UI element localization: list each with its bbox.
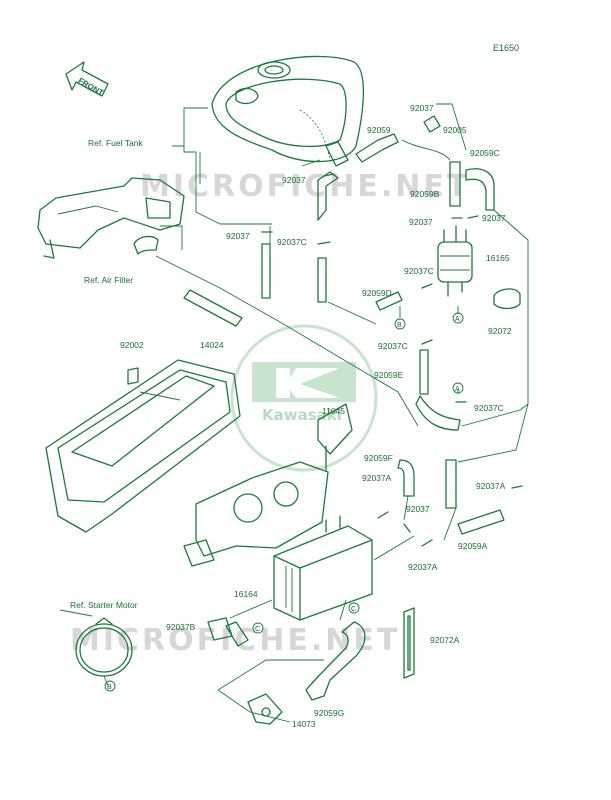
clamp-14073 (247, 693, 283, 725)
marker-c-left: C (255, 626, 260, 633)
callout-92037a-bottom: 92037A (408, 562, 438, 572)
ref-starter-motor: Ref. Starter Motor (70, 600, 138, 610)
callout-92059: 92059 (367, 125, 391, 135)
marker-a-lower: A (455, 386, 460, 393)
callout-92037c-pump: 92037C (404, 266, 434, 276)
cover-14024 (45, 359, 241, 533)
front-arrow-icon: FRONT (65, 61, 109, 98)
callout-92037-tank: 92037 (282, 175, 306, 185)
callout-16164: 16164 (234, 589, 258, 599)
callout-92037-pump-left: 92037 (409, 217, 433, 227)
callout-14024: 14024 (200, 340, 224, 350)
callout-labels: 92037 92059 92005 92059C 92037 92059B 92… (70, 103, 512, 729)
callout-92059c: 92059C (470, 148, 500, 158)
band-92072 (493, 288, 521, 310)
callout-92072a: 92072A (430, 635, 460, 645)
marker-c-right: C (351, 606, 356, 613)
marker-b-lower: B (107, 684, 112, 691)
callout-92037-pump-right: 92037 (482, 213, 506, 223)
callout-92037c-mid: 92037C (277, 237, 307, 247)
kawasaki-logo: Kawasaki (230, 324, 378, 472)
callout-92072: 92072 (488, 326, 512, 336)
bracket-11045 (183, 403, 353, 567)
callout-16165: 16165 (486, 253, 510, 263)
callout-92059b: 92059B (410, 189, 440, 199)
callout-92059d: 92059D (362, 288, 392, 298)
marker-a-upper: A (455, 316, 460, 323)
logo-text: Kawasaki (262, 406, 342, 424)
callout-92037b: 92037B (166, 622, 196, 632)
air-filter-housing (37, 177, 185, 259)
leader-lines (59, 103, 529, 723)
callout-92002: 92002 (120, 340, 144, 350)
watermark-top: MICROFICHE.NET (140, 169, 470, 204)
diagram-code: E1650 (493, 43, 519, 53)
callout-92037c-hose: 92037C (378, 341, 408, 351)
callout-92059e: 92059E (374, 370, 404, 380)
ref-air-filter: Ref. Air Filter (84, 275, 133, 285)
clips (127, 115, 523, 641)
callout-92059g: 92059G (314, 708, 344, 718)
fuel-pump (437, 225, 473, 297)
callout-92059f: 92059F (364, 453, 393, 463)
callout-92037-top: 92037 (410, 103, 434, 113)
evap-canister (273, 515, 373, 621)
ref-markers: B A A C C B (104, 312, 464, 692)
marker-b-upper: B (397, 322, 402, 329)
band-92072a (403, 607, 415, 679)
callout-92037a-left: 92037A (362, 473, 392, 483)
callout-92037a-right: 92037A (476, 481, 506, 491)
callout-14073: 14073 (292, 719, 316, 729)
callout-92059a: 92059A (458, 541, 488, 551)
front-label: FRONT (77, 76, 105, 98)
callout-92037-left: 92037 (226, 231, 250, 241)
fuel-tank (211, 55, 364, 167)
ref-fuel-tank: Ref. Fuel Tank (88, 138, 143, 148)
watermark-bottom: MICROFICHE.NET (70, 623, 400, 658)
callout-92037c-right: 92037C (474, 403, 504, 413)
callout-11045: 11045 (322, 406, 345, 416)
callout-92037-canister: 92037 (406, 504, 430, 514)
callout-92005: 92005 (443, 125, 467, 135)
hoses (133, 133, 505, 701)
